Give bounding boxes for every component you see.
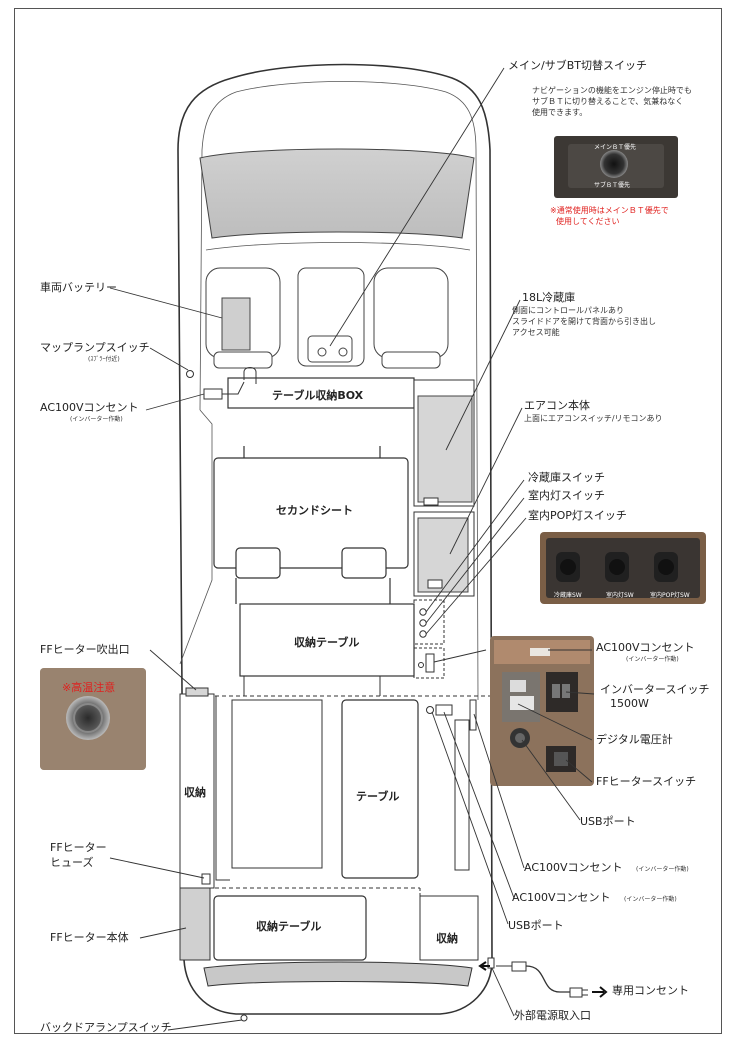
ac100v-rear-1-note: (インバーター作動)	[636, 866, 689, 873]
external-power-inlet-label: 外部電源取入口	[514, 1009, 591, 1022]
sub-bt-priority-text: サブＢＴ優先	[594, 182, 631, 189]
storage-table-rear	[213, 895, 367, 961]
vehicle-body-outline	[177, 63, 493, 1015]
ff-heater-fuse-label-2: ヒューズ	[50, 856, 94, 869]
ff-heater-fuse-label-1: FFヒーター	[50, 841, 107, 854]
map-lamp-note: (ｽﾌﾞﾗｰ付近)	[88, 356, 120, 363]
aircon-label: エアコン本体	[524, 399, 590, 412]
vehicle-battery-box	[221, 297, 251, 351]
main-sub-switch-label: メイン/サブBT切替スイッチ	[508, 59, 647, 72]
left-storage	[179, 693, 215, 889]
ac100v-front-note: (インバーター作動)	[70, 416, 123, 423]
windshield	[199, 148, 475, 239]
fridge-unit	[417, 395, 473, 503]
ac100v-side-label: AC100Vコンセント	[596, 641, 695, 654]
usb-port-panel-label: USBポート	[580, 815, 636, 828]
pop-light-switch-label: 室内POP灯スイッチ	[528, 509, 627, 522]
ac100v-side-note: (インバーター作動)	[626, 656, 679, 663]
main-sub-desc-3: 使用できます。	[532, 108, 588, 117]
second-seat-label: セカンドシート	[276, 504, 353, 517]
left-bench	[231, 699, 323, 869]
fridge-label: 18L冷蔵庫	[522, 291, 576, 304]
storage-table-rear-label: 収納テーブル	[256, 920, 322, 933]
ff-heater-body-label: FFヒーター本体	[50, 931, 129, 944]
dedicated-outlet-label: 専用コンセント	[612, 984, 689, 997]
rear-table-label: テーブル	[356, 790, 400, 803]
ac100v-rear-1-label: AC100Vコンセント	[524, 861, 623, 874]
passenger-seat	[373, 267, 449, 369]
inverter-switch-label: インバータースイッチ	[600, 683, 710, 696]
ac100v-rear-2-label: AC100Vコンセント	[512, 891, 611, 904]
high-temp-warning: ※高温注意	[62, 681, 116, 694]
ff-heater-body	[179, 887, 211, 961]
storage-table-mid	[239, 603, 415, 677]
rear-bumper	[203, 961, 473, 987]
room-light-switch-label: 室内灯スイッチ	[528, 489, 605, 502]
main-sub-note-1: ※通常使用時はメインＢＴ優先で	[550, 206, 669, 215]
main-sub-desc-1: ナビゲーションの機能をエンジン停止時でも	[532, 86, 692, 95]
second-seat	[213, 446, 409, 604]
fridge-switch-label: 冷蔵庫スイッチ	[528, 471, 605, 484]
rear-right-storage	[419, 895, 479, 961]
aircon-unit	[417, 517, 469, 593]
left-storage-label: 収納	[184, 786, 206, 799]
main-bt-priority-text: メインＢＴ優先	[594, 144, 637, 151]
map-lamp-switch-label: マップランプスイッチ	[40, 341, 150, 354]
switch-photo-label-1: 冷蔵庫SW	[554, 592, 582, 599]
ac100v-rear-2-note: (インバーター作動)	[624, 896, 677, 903]
center-console	[297, 267, 365, 367]
rear-table	[341, 699, 419, 879]
usb-port-rear-label: USBポート	[508, 919, 564, 932]
ac100v-front-label: AC100Vコンセント	[40, 401, 139, 414]
fridge-desc-2: スライドドアを開けて背面から引き出し	[512, 317, 656, 326]
rear-right-storage-label: 収納	[436, 932, 458, 945]
aircon-desc: 上面にエアコンスイッチ/リモコンあり	[524, 414, 663, 423]
digital-voltmeter-label: デジタル電圧計	[596, 733, 673, 746]
fridge-desc-3: アクセス可能	[512, 328, 560, 337]
back-door-lamp-switch-label: バックドアランプスイッチ	[40, 1021, 172, 1034]
main-sub-desc-2: サブＢＴに切り替えることで、気兼ねなく	[532, 97, 684, 106]
switch-photo-label-2: 室内灯SW	[606, 592, 634, 599]
storage-table-mid-label: 収納テーブル	[294, 636, 360, 649]
table-box-label: テーブル収納BOX	[272, 389, 364, 402]
inverter-switch-watt: 1500W	[610, 697, 649, 710]
main-sub-note-2: 使用してください	[556, 217, 620, 226]
vehicle-battery-label: 車両バッテリー	[40, 281, 117, 294]
switch-photo-label-3: 室内POP灯SW	[650, 592, 690, 599]
ff-heater-switch-label: FFヒータースイッチ	[596, 775, 697, 788]
fridge-desc-1: 側面にコントロールパネルあり	[512, 306, 624, 315]
ff-heater-outlet-label: FFヒーター吹出口	[40, 643, 130, 656]
